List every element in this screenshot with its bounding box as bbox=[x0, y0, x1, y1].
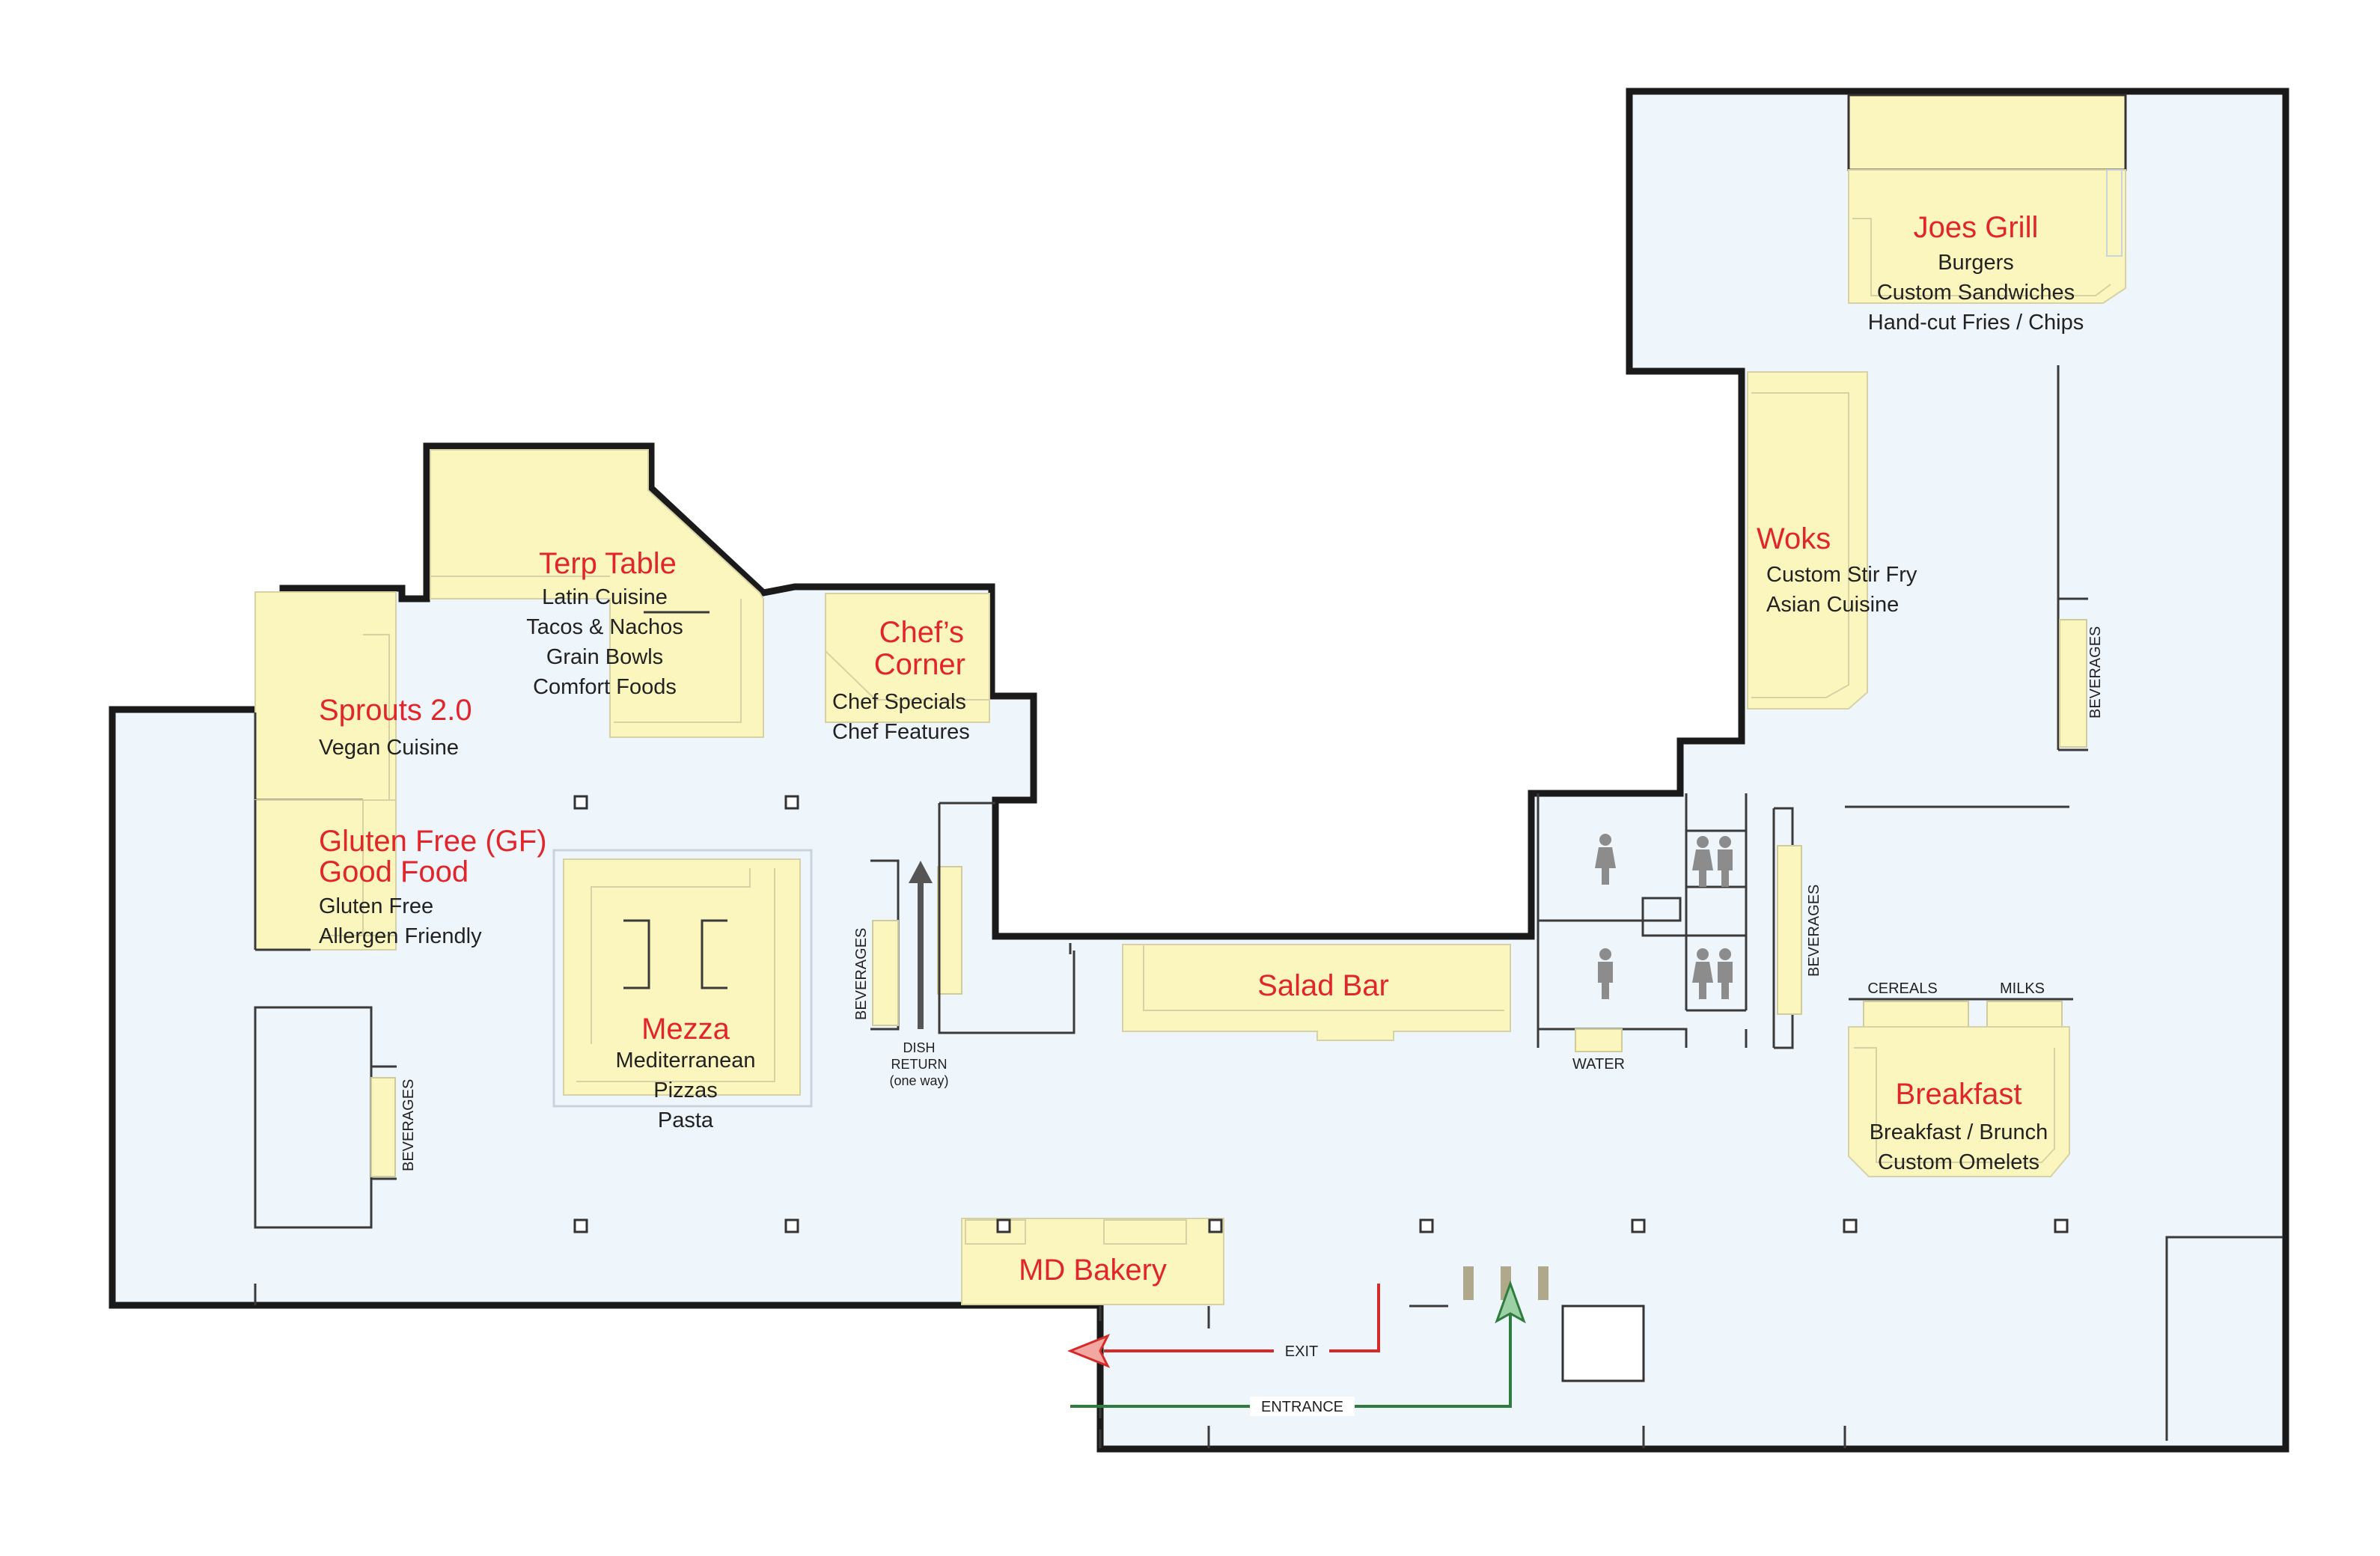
station-salad-bar[interactable]: Salad Bar bbox=[1122, 944, 1511, 1041]
water-counter bbox=[1575, 1028, 1623, 1052]
dish-return-counter bbox=[937, 866, 962, 995]
station-joes-grill[interactable]: Joes Grill Burgers Custom Sandwiches Han… bbox=[1847, 94, 2127, 335]
exit-arrow bbox=[1104, 1284, 1380, 1352]
station-name: Breakfast bbox=[1896, 1078, 2022, 1111]
restroom-icon bbox=[1718, 836, 1733, 887]
beverages-left[interactable]: BEVERAGES bbox=[254, 1006, 417, 1229]
dish-return[interactable]: DISH RETURN (one way) bbox=[889, 802, 1075, 1088]
menu-item: Custom Stir Fry bbox=[1766, 563, 1917, 587]
turnstile bbox=[1463, 1266, 1474, 1300]
dish-return-label: (one way) bbox=[889, 1073, 948, 1088]
beverages-counter bbox=[370, 1077, 396, 1177]
restroom-icon bbox=[1595, 834, 1616, 885]
station-name: Good Food bbox=[319, 855, 469, 888]
mezza-counter bbox=[563, 858, 801, 1096]
breakfast-counter bbox=[1848, 1026, 2070, 1177]
dish-return-label: DISH bbox=[903, 1040, 935, 1055]
terp-table-counter bbox=[430, 449, 764, 738]
station-name: Joes Grill bbox=[1914, 211, 2039, 244]
restroom-icon bbox=[1692, 948, 1713, 999]
station-name: Terp Table bbox=[539, 547, 677, 580]
menu-item: Grain Bowls bbox=[546, 645, 663, 669]
milks-counter bbox=[1986, 1001, 2063, 1028]
restroom-icon bbox=[1692, 836, 1713, 887]
beverages-counter bbox=[872, 920, 899, 1026]
beverages-counter bbox=[2059, 619, 2087, 748]
station-sprouts[interactable]: Sprouts 2.0 Vegan Cuisine bbox=[254, 591, 472, 802]
dish-return-label: RETURN bbox=[891, 1057, 948, 1072]
menu-item: Hand-cut Fries / Chips bbox=[1868, 311, 2084, 335]
station-gluten-free[interactable]: Gluten Free (GF) Good Food Gluten Free A… bbox=[254, 799, 547, 951]
entrance-route[interactable]: ENTRANCE bbox=[1070, 1280, 1526, 1416]
menu-item: Asian Cuisine bbox=[1766, 593, 1899, 617]
station-name: Salad Bar bbox=[1257, 969, 1389, 1002]
entrance-arrow bbox=[1070, 1306, 1512, 1408]
station-name: Woks bbox=[1757, 522, 1831, 555]
station-name: MD Bakery bbox=[1019, 1254, 1167, 1287]
station-mezza[interactable]: Mezza Mediterranean Pizzas Pasta bbox=[552, 849, 813, 1132]
restrooms[interactable] bbox=[1537, 793, 1748, 1048]
water-station[interactable]: WATER bbox=[1572, 1028, 1625, 1073]
menu-item: Breakfast / Brunch bbox=[1870, 1120, 2048, 1144]
entrance-label: ENTRANCE bbox=[1261, 1399, 1343, 1415]
cereals-counter bbox=[1863, 1001, 1969, 1028]
station-name: Mezza bbox=[641, 1013, 730, 1046]
beverages-center[interactable]: BEVERAGES bbox=[853, 859, 900, 1031]
beverages-label: BEVERAGES bbox=[853, 928, 870, 1020]
dish-return-arrow bbox=[909, 861, 933, 1029]
beverages-right-lower[interactable]: BEVERAGES bbox=[1772, 807, 1822, 1049]
menu-item: Gluten Free bbox=[319, 894, 433, 918]
restroom-icon bbox=[1718, 948, 1733, 999]
beverages-label: BEVERAGES bbox=[2087, 626, 2104, 718]
menu-item: Custom Omelets bbox=[1878, 1150, 2039, 1174]
station-breakfast[interactable]: CEREALS MILKS Breakfast Breakfast / Brun… bbox=[1848, 980, 2073, 1177]
station-name: Sprouts 2.0 bbox=[319, 694, 472, 727]
beverages-label: BEVERAGES bbox=[400, 1079, 417, 1171]
station-woks[interactable]: Woks Custom Stir Fry Asian Cuisine bbox=[1747, 371, 1917, 710]
turnstile bbox=[1538, 1266, 1548, 1300]
exit-label: EXIT bbox=[1285, 1343, 1318, 1360]
milks-label: MILKS bbox=[2000, 980, 2045, 997]
menu-item: Pasta bbox=[658, 1108, 714, 1132]
grill-hood bbox=[1847, 94, 2127, 171]
water-label: WATER bbox=[1572, 1056, 1625, 1073]
sprouts-counter bbox=[254, 591, 397, 801]
menu-item: Custom Sandwiches bbox=[1877, 281, 2075, 305]
menu-item: Chef Features bbox=[832, 720, 970, 744]
woks-counter bbox=[1747, 371, 1868, 710]
station-name: Corner bbox=[874, 648, 965, 681]
grill-counter bbox=[1848, 169, 2126, 304]
floor-outline bbox=[109, 88, 2289, 1453]
station-chefs-corner[interactable]: Chef’s Corner Chef Specials Chef Feature… bbox=[825, 593, 990, 744]
menu-item: Chef Specials bbox=[832, 690, 966, 714]
beverages-counter bbox=[1777, 845, 1802, 1015]
doorway bbox=[1099, 1266, 1548, 1448]
station-name: Chef’s bbox=[879, 616, 964, 649]
columns bbox=[573, 795, 2069, 1233]
menu-item: Vegan Cuisine bbox=[319, 736, 459, 760]
gluten-free-counter bbox=[254, 799, 397, 951]
mezza-outer-border bbox=[552, 849, 813, 1108]
menu-item: Mediterranean bbox=[616, 1049, 756, 1073]
salad-bar-counter bbox=[1122, 944, 1511, 1041]
menu-item: Burgers bbox=[1938, 251, 2014, 275]
entrance-arrowhead bbox=[1495, 1280, 1526, 1324]
beverages-right-upper[interactable]: BEVERAGES bbox=[2057, 365, 2104, 751]
menu-item: Comfort Foods bbox=[533, 675, 677, 699]
station-name: Gluten Free (GF) bbox=[319, 825, 547, 858]
beverages-label: BEVERAGES bbox=[1806, 885, 1822, 977]
menu-item: Pizzas bbox=[653, 1078, 717, 1102]
station-terp-table[interactable]: Terp Table Latin Cuisine Tacos & Nachos … bbox=[430, 449, 764, 738]
menu-item: Allergen Friendly bbox=[319, 924, 482, 948]
exit-route[interactable]: EXIT bbox=[1067, 1284, 1380, 1368]
exit-arrowhead bbox=[1067, 1334, 1111, 1368]
menu-item: Tacos & Nachos bbox=[526, 615, 683, 639]
service-booth bbox=[1561, 1305, 1645, 1382]
wall-ticks bbox=[254, 943, 1846, 1448]
restroom-icon bbox=[1598, 948, 1613, 999]
menu-item: Latin Cuisine bbox=[542, 585, 668, 609]
cereals-label: CEREALS bbox=[1867, 980, 1937, 997]
